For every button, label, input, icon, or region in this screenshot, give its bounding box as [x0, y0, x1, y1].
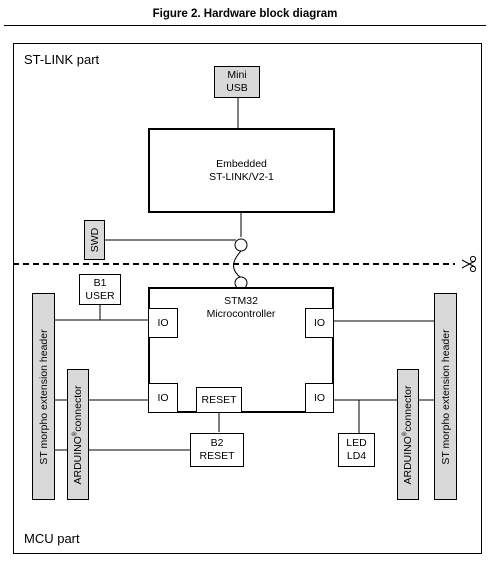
figure-title: Figure 2. Hardware block diagram	[152, 8, 338, 20]
io-top-right: IO	[305, 308, 334, 338]
title-rule	[4, 25, 486, 26]
stlink-chip-block: Embedded ST-LINK/V2-1	[148, 128, 335, 213]
diagram-frame	[13, 43, 482, 554]
io-bottom-left: IO	[148, 383, 178, 413]
swd-label: SWD	[88, 227, 101, 253]
b1-user-button-block: B1 USER	[79, 274, 121, 305]
right-morpho-label: ST morpho extension header	[439, 328, 452, 465]
b2-reset-button-block: B2 RESET	[190, 433, 244, 467]
stlink-part-label: ST-LINK part	[24, 52, 100, 67]
scissors-icon	[461, 255, 477, 273]
upper-loop	[234, 238, 248, 252]
mcu-part-label: MCU part	[24, 531, 80, 546]
stm32-label: STM32 Microcontroller	[206, 295, 276, 320]
right-arduino-label: ARDUINO®connector	[402, 385, 414, 484]
io-top-left: IO	[148, 308, 178, 338]
left-arduino-label: ARDUINO®connector	[72, 385, 84, 484]
mini-usb-block: Mini USB	[214, 66, 260, 98]
right-arduino-connector: ARDUINO®connector	[397, 369, 419, 500]
io-bottom-right: IO	[305, 383, 334, 413]
reset-pin-block: RESET	[196, 387, 242, 413]
swd-block: SWD	[84, 220, 105, 260]
swd-cross-wire	[233, 250, 242, 279]
left-morpho-label: ST morpho extension header	[37, 328, 50, 465]
right-morpho-header: ST morpho extension header	[434, 293, 457, 500]
left-morpho-header: ST morpho extension header	[32, 293, 55, 500]
led-ld4-block: LED LD4	[338, 433, 375, 467]
left-arduino-connector: ARDUINO®connector	[67, 369, 89, 500]
